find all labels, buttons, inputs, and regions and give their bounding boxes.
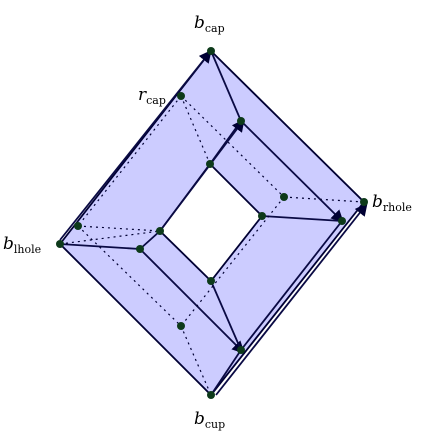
label-r-cap: rcap: [138, 85, 166, 107]
label-b-rhole: brhole: [372, 192, 412, 214]
hidden-edge-rcap-to-right-back: [180, 95, 285, 198]
vertex-bottom-mid: [237, 346, 245, 354]
edge-top-mid-to-right: [240, 120, 344, 223]
vertex-right-mid: [338, 217, 346, 225]
dotted-edges: [59, 95, 365, 396]
vertex-inner-left: [156, 227, 164, 235]
hidden-edge-rcap-to-inner-top: [180, 95, 211, 165]
vertex-lower-back: [177, 322, 185, 330]
vertex-lhole: [56, 240, 64, 248]
label-b-lhole: blhole: [3, 234, 41, 256]
edge-left-to-left-mid: [59, 243, 141, 250]
edge-inner-bottom-to-bottom-mid: [210, 280, 242, 351]
torus-surface: [60, 51, 364, 395]
vertex-cup: [207, 391, 215, 399]
solid-edges: [59, 50, 368, 396]
vertex-inner-bottom: [207, 277, 215, 285]
hidden-edge-left-back-to-inner-left: [77, 225, 161, 232]
edge-inner-left-to-top-mid: [159, 118, 245, 232]
edge-cap-to-top-mid: [210, 50, 242, 122]
vertex-right-back: [280, 193, 288, 201]
vertex-left-back: [74, 222, 82, 230]
hidden-edge-rcap-to-left-back: [77, 95, 182, 227]
vertex-inner-right: [258, 212, 266, 220]
vertex-rcap: [177, 92, 185, 100]
edge-inner-right-to-right-mid: [261, 215, 343, 222]
edge-lhole-to-cap: [59, 50, 212, 241]
label-b-cap: bcap: [194, 13, 225, 35]
edge-bottom-mid-to-cup: [210, 349, 242, 396]
hidden-edge-lower-back-to-cup: [180, 325, 212, 396]
hidden-edge-left-cross: [59, 230, 161, 245]
label-b-cup: bcup: [194, 409, 225, 431]
hidden-edge-right-back-to-rhole: [283, 196, 365, 203]
edge-left-mid-to-inner-left: [139, 230, 161, 250]
vertex-inner-top: [206, 160, 214, 168]
vertex-left-mid: [136, 245, 144, 253]
vertex-top-mid: [237, 117, 245, 125]
vertex-rhole: [360, 198, 368, 206]
vertices: [56, 47, 368, 399]
edge-cup-to-rhole: [215, 203, 368, 396]
edge-right-mid-to-bottom-mid: [240, 220, 343, 351]
edge-left-mid-to-bottom-mid: [139, 248, 245, 354]
vertex-cap: [207, 47, 215, 55]
